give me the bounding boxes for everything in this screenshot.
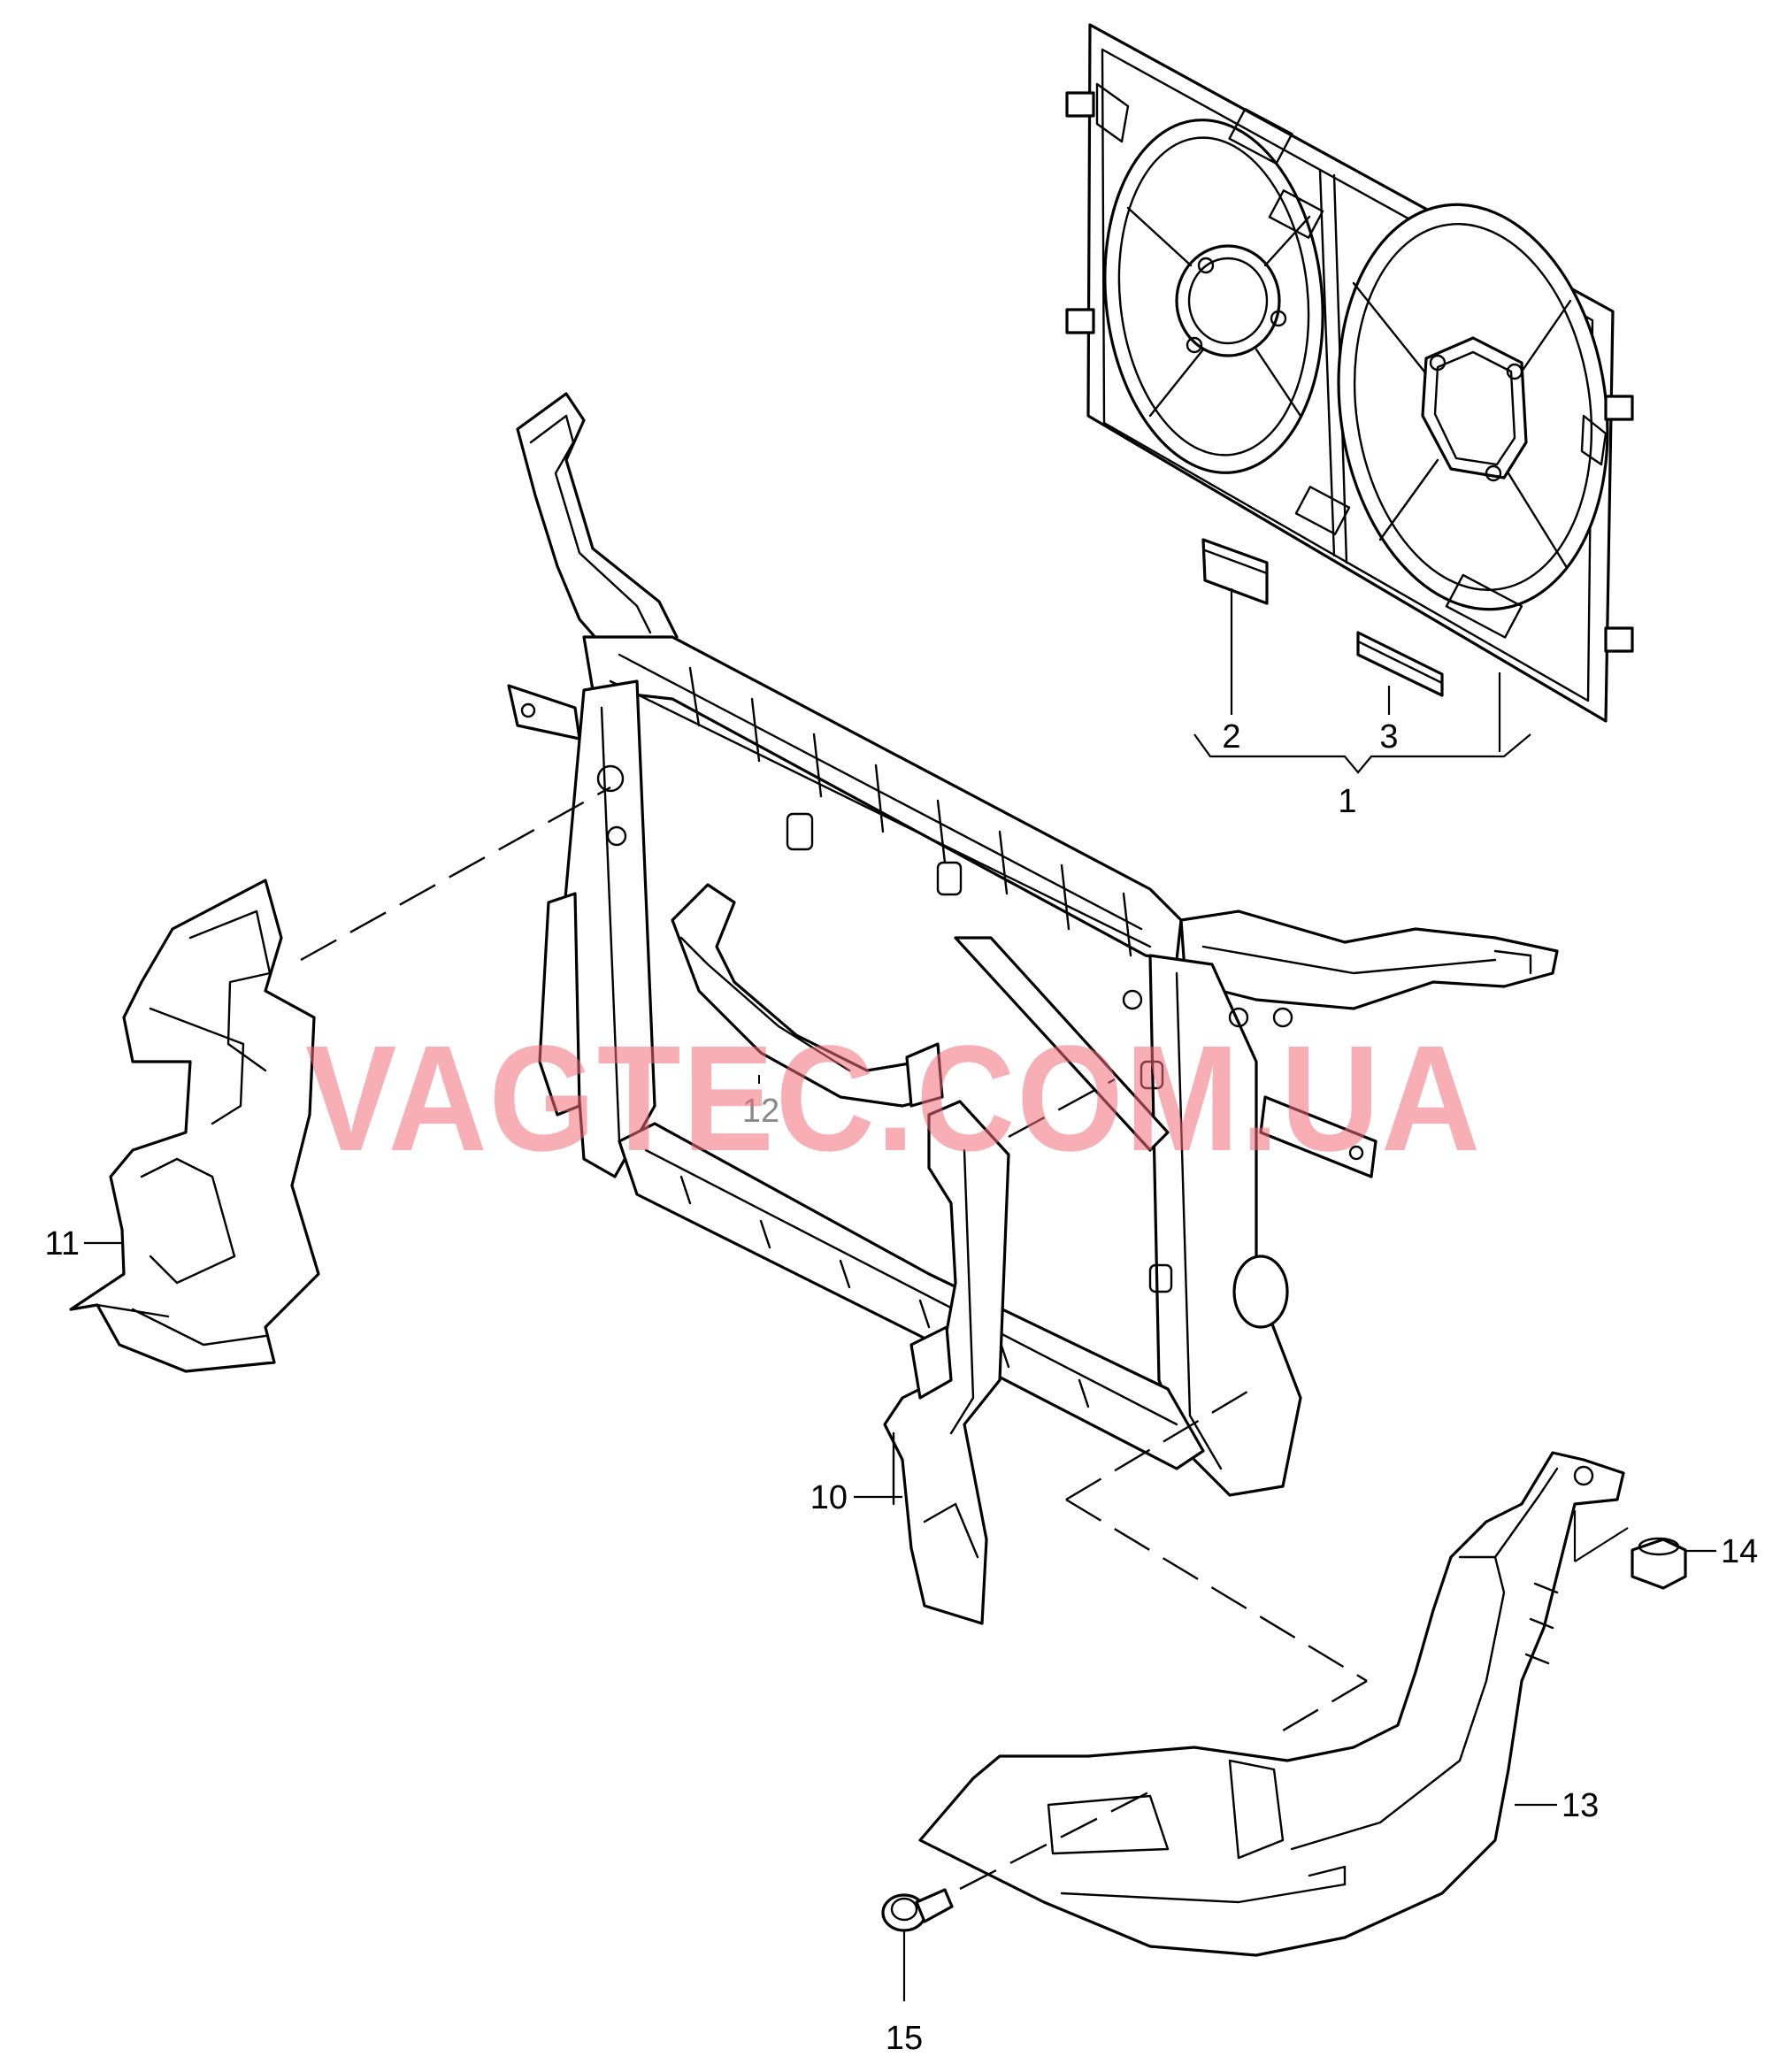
callout-10[interactable]: 10 (810, 1479, 848, 1516)
callout-12[interactable]: 12 (742, 1093, 779, 1130)
lower-air-duct-part-13[interactable] (918, 1451, 1625, 1957)
air-duct-part-10[interactable] (883, 1100, 1010, 1625)
callout-1[interactable]: 1 (1338, 783, 1356, 820)
leader-lines (84, 588, 1716, 2001)
callout-15[interactable]: 15 (886, 2020, 923, 2057)
callout-11[interactable]: 11 (45, 1225, 80, 1262)
fan-shroud-part-1[interactable] (1065, 23, 1634, 723)
callout-3[interactable]: 3 (1379, 718, 1398, 756)
callout-14[interactable]: 14 (1721, 1533, 1758, 1570)
lock-carrier-part-12[interactable] (507, 392, 1559, 1497)
nut-part-14[interactable] (1631, 1537, 1687, 1590)
seal-part-3[interactable] (1356, 631, 1444, 697)
assembly-lines (300, 786, 1368, 1891)
air-guide-part-11[interactable] (69, 879, 320, 1373)
callouts: 1 2 3 10 11 12 13 14 15 (45, 718, 1759, 2057)
seal-part-2[interactable] (1201, 538, 1269, 605)
watermark: VAGTEC.COM.UA (305, 1015, 1482, 1183)
callout-13[interactable]: 13 (1562, 1787, 1599, 1824)
bolt-part-15[interactable] (881, 1888, 954, 1932)
callout-2[interactable]: 2 (1222, 718, 1240, 756)
